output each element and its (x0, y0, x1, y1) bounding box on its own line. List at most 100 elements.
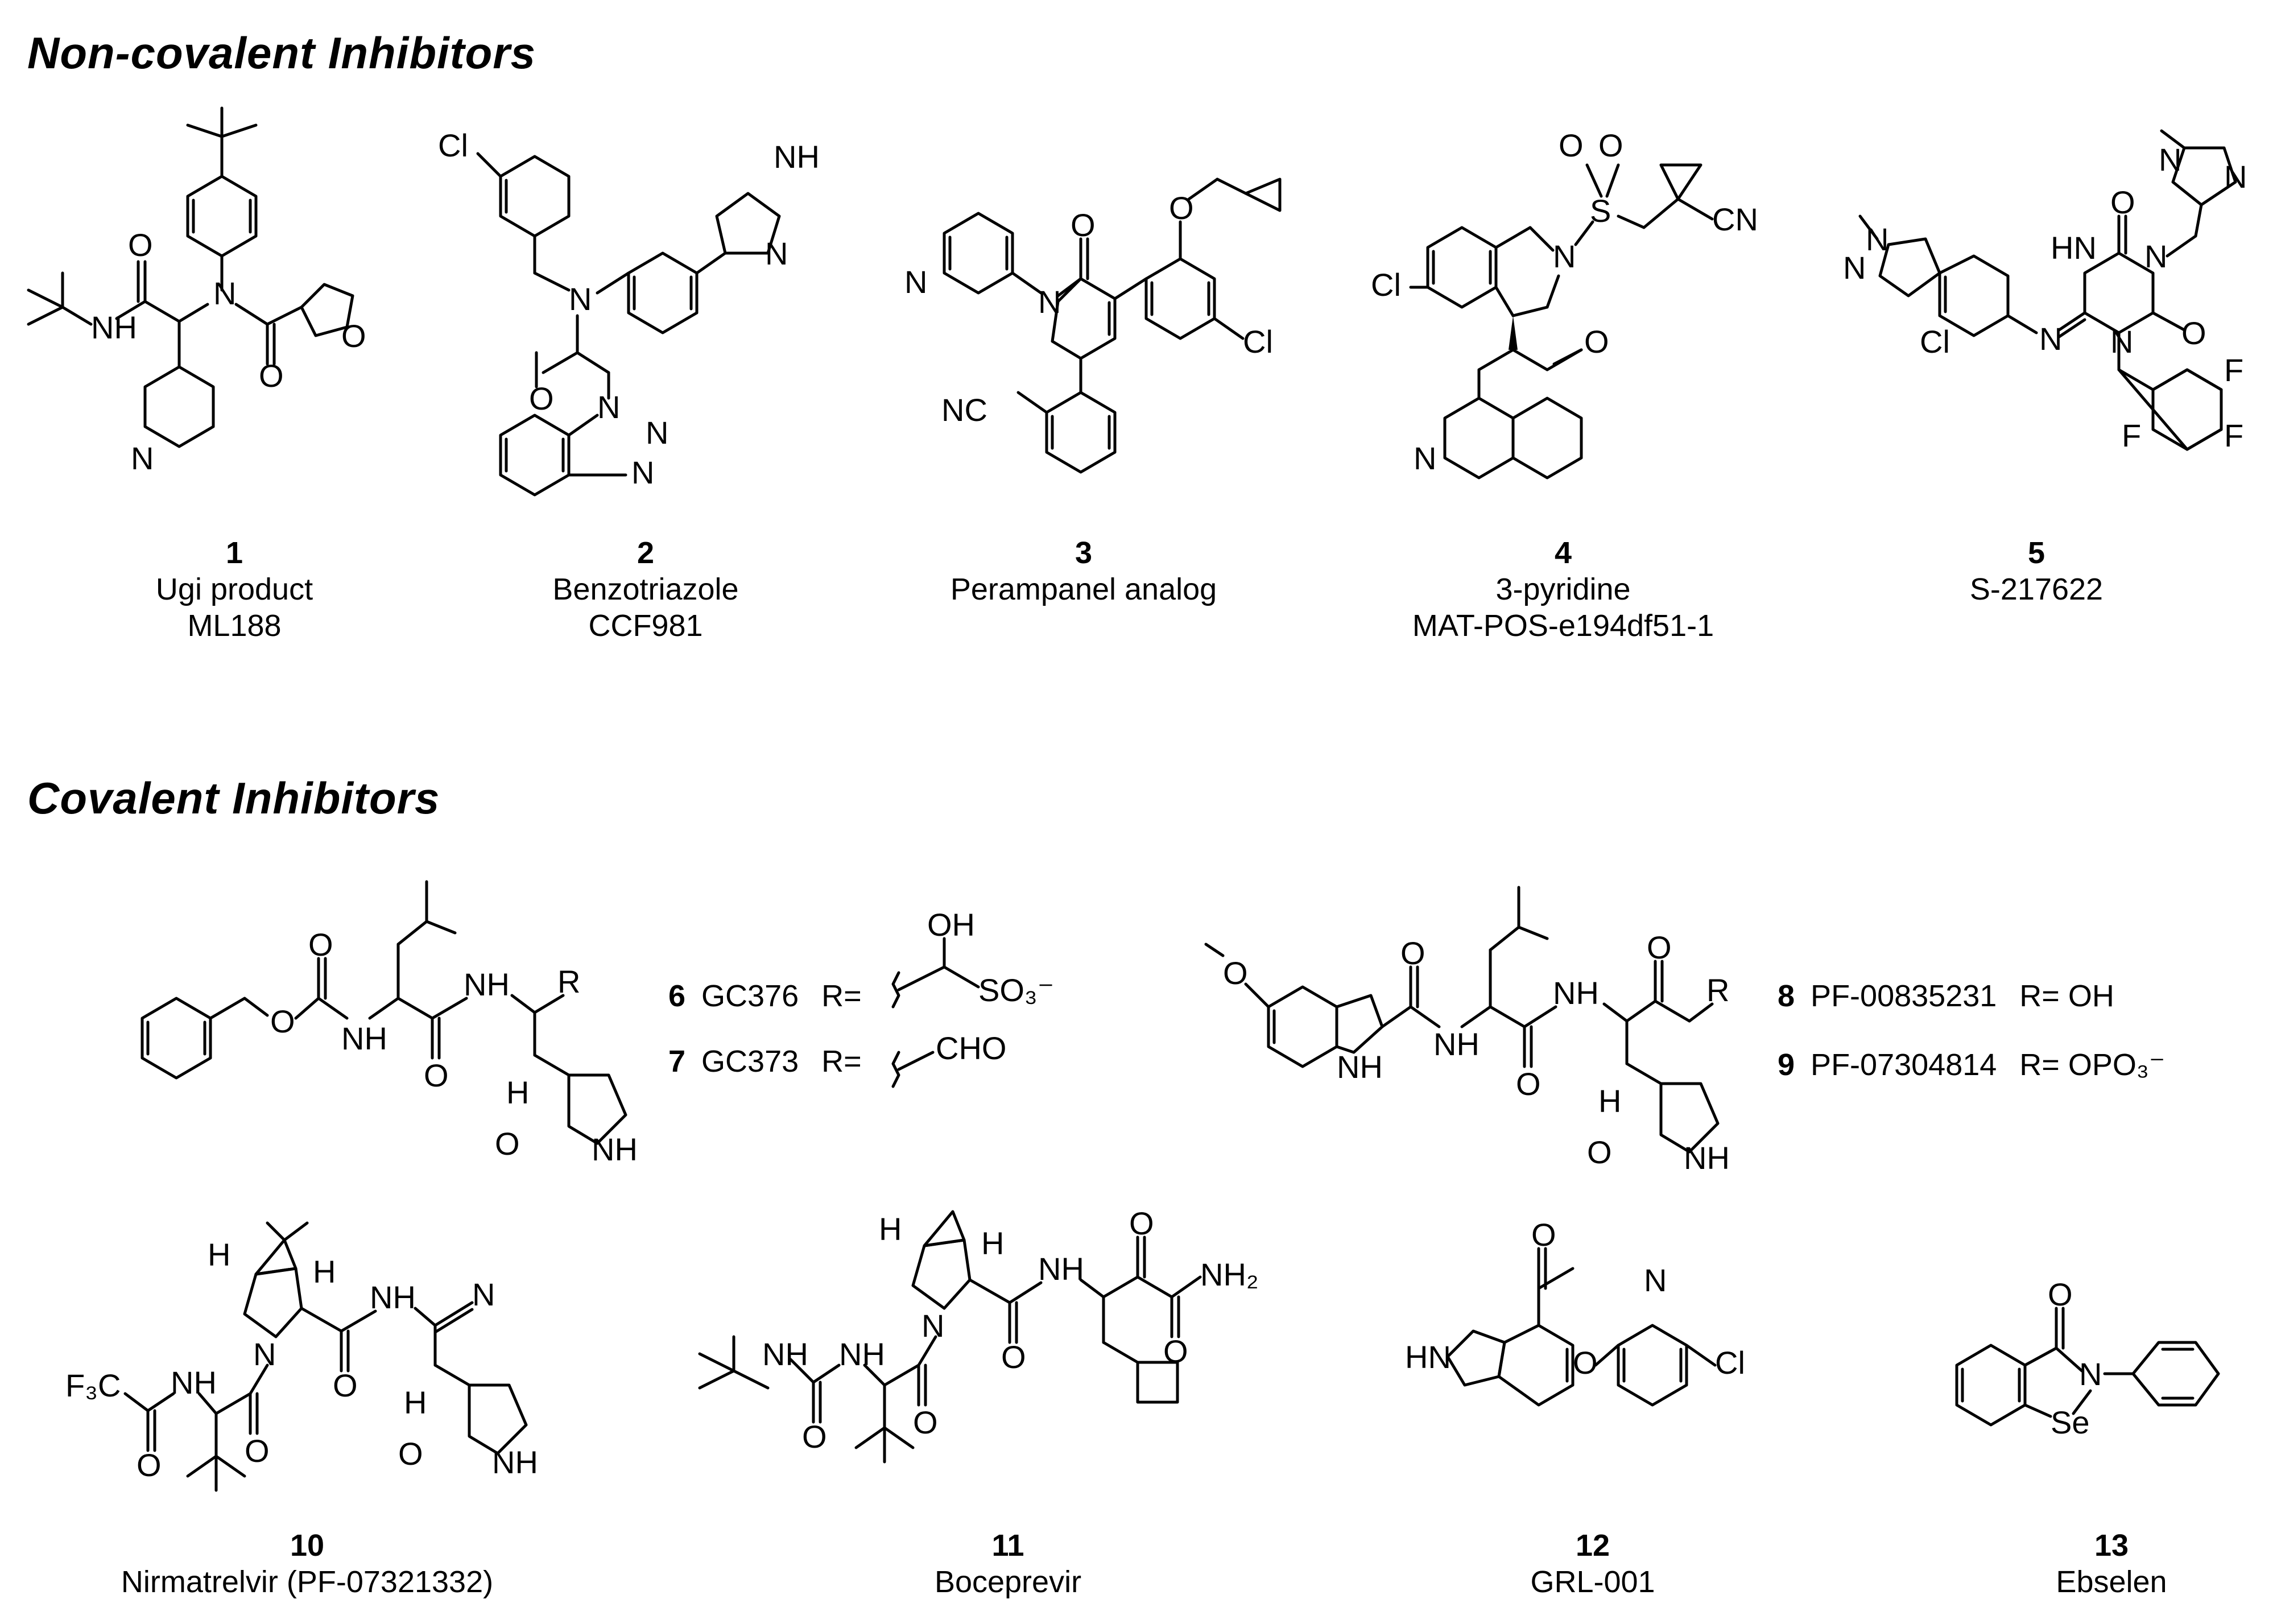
atom-O: O (137, 1447, 162, 1483)
atom-N: N (2110, 324, 2133, 359)
atom-N: N (765, 235, 788, 271)
atom-NH: NH (1337, 1049, 1383, 1085)
caption-compound-4: 4 3-pyridine MAT-POS-e194df51-1 (1307, 535, 1819, 644)
atom-NH2: NH₂ (1200, 1257, 1259, 1292)
atom-Cl: Cl (1371, 267, 1401, 303)
atom-F3C: F₃C (65, 1367, 121, 1403)
caption-compound-3: 3 Perampanel analog (828, 535, 1340, 608)
atom-H: H (879, 1211, 902, 1247)
atom-N: N (253, 1336, 276, 1372)
atom-R: R (557, 964, 580, 999)
compound-name: Ugi product (155, 572, 313, 606)
atom-O: O (1587, 1134, 1612, 1170)
atom-N: N (597, 389, 620, 425)
caption-compound-13: 13 Ebselen (1856, 1527, 2277, 1600)
atom-N: N (213, 275, 236, 311)
atom-NH: NH (464, 966, 510, 1002)
caption-compound-1: 1 Ugi product ML188 (0, 535, 490, 644)
atom-NH: NH (171, 1365, 217, 1400)
rgroup-structure-7: CHO (891, 1030, 1006, 1088)
atom-H: H (506, 1075, 529, 1110)
atom-N: N (1414, 440, 1436, 476)
atom-O: O (245, 1433, 270, 1469)
atom-O: O (1163, 1333, 1188, 1369)
atom-O: O (333, 1367, 358, 1403)
atom-CN: CN (1712, 201, 1758, 237)
atom-Cl: Cl (1243, 324, 1273, 359)
atom-HN: HN (2051, 230, 2097, 266)
compound-number: 1 (225, 536, 243, 570)
atom-Cl: Cl (1920, 324, 1950, 359)
atom-O: O (1559, 127, 1584, 163)
structure-compound-4: Cl N S O O CN O N (1371, 127, 1758, 480)
atom-O: O (1647, 929, 1672, 965)
atom-N: N (2079, 1356, 2102, 1392)
caption-compound-12: 12 GRL-001 (1337, 1527, 1849, 1600)
atom-Cl: Cl (438, 127, 468, 163)
atom-SO3: SO₃⁻ (978, 972, 1054, 1008)
atom-O: O (308, 927, 333, 962)
atom-N: N (1843, 250, 1866, 286)
atom-N: N (921, 1308, 944, 1344)
atom-OH: OH (927, 907, 975, 943)
r-equals: R= (821, 979, 862, 1013)
compound-code: MAT-POS-e194df51-1 (1412, 609, 1714, 643)
caption-compound-10: 10 Nirmatrelvir (PF-07321332) (51, 1527, 563, 1600)
atom-NH: NH (1038, 1251, 1084, 1287)
atom-O: O (398, 1436, 423, 1472)
atom-O: O (2110, 184, 2135, 220)
atom-O: O (529, 381, 554, 416)
compound-code: GC376 (701, 979, 799, 1013)
atom-O: O (1129, 1205, 1154, 1241)
caption-compound-5: 5 S-217622 (1780, 535, 2277, 608)
atom-N: N (2224, 159, 2247, 195)
caption-compound-11: 11 Boceprevir (752, 1527, 1264, 1600)
atom-O: O (1598, 127, 1623, 163)
atom-O: O (1001, 1339, 1026, 1375)
atom-N: N (1553, 238, 1576, 274)
compound-name: Benzotriazole (552, 572, 739, 606)
compound-name: GRL-001 (1530, 1565, 1655, 1599)
atom-NH: NH (592, 1131, 638, 1167)
compound-number: 3 (1075, 536, 1093, 570)
atom-NH: NH (492, 1444, 538, 1480)
atom-O: O (1573, 1345, 1598, 1381)
structure-compound-10: F₃C O NH O N H H O NH N H O NH (65, 1221, 538, 1492)
atom-NH: NH (1433, 1026, 1480, 1062)
atom-O: O (802, 1419, 827, 1454)
compound-name: Perampanel analog (950, 572, 1217, 606)
atom-O: O (1584, 324, 1609, 359)
r-value: R= OPO₃⁻ (2019, 1048, 2166, 1082)
atom-O: O (270, 1003, 295, 1039)
structure-compound-13: O N Se (1955, 1276, 2220, 1440)
atom-N: N (904, 264, 927, 300)
atom-N: N (2039, 321, 2062, 357)
atom-NH: NH (370, 1279, 416, 1315)
compound-name: Ebselen (2056, 1565, 2167, 1599)
atom-N: N (2159, 142, 2181, 177)
compound-number: 7 (668, 1044, 686, 1078)
atom-N: N (131, 440, 154, 476)
atom-Se: Se (2051, 1404, 2090, 1440)
structure-compound-6-7: O O NH O NH R H O NH (140, 880, 638, 1167)
compound-code: PF-07304814 (1811, 1048, 1997, 1082)
atom-O: O (1400, 935, 1425, 971)
atom-HN: HN (1405, 1339, 1451, 1375)
atom-NH: NH (1684, 1140, 1730, 1176)
atom-CHO: CHO (936, 1030, 1006, 1066)
compound-number: 8 (1778, 979, 1795, 1013)
atom-R: R (1706, 972, 1729, 1008)
atom-O: O (128, 227, 153, 263)
atom-H: H (981, 1225, 1004, 1261)
atom-N: N (646, 415, 668, 451)
compound-number: 10 (290, 1528, 325, 1563)
atom-NH: NH (762, 1336, 808, 1372)
r-equals: R= (821, 1044, 862, 1078)
structure-compound-12: HN O O N Cl (1405, 1217, 1745, 1407)
atom-O: O (1531, 1217, 1556, 1253)
atom-NH: NH (774, 139, 820, 175)
atom-O: O (913, 1404, 938, 1440)
compound-name: Nirmatrelvir (PF-07321332) (121, 1565, 494, 1599)
